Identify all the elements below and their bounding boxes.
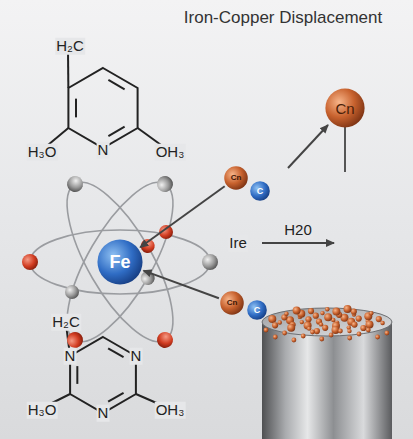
- atom-ball: Cn: [325, 88, 365, 128]
- atom-symbol: Cn: [231, 174, 242, 182]
- atom-label: N: [97, 142, 110, 159]
- atom-label: N: [130, 348, 143, 365]
- atom-label: N: [97, 405, 110, 422]
- reaction-arrow: [140, 186, 225, 247]
- reaction-arrow: [144, 271, 219, 299]
- diagram-title: Iron-Copper Displacement: [184, 8, 382, 28]
- atom-label: H₂C: [51, 314, 81, 331]
- atom-label: H₃O: [27, 144, 58, 161]
- atom-symbol: Fe: [109, 253, 130, 271]
- atom-ball: C: [247, 300, 267, 320]
- atom-label: Ire: [228, 235, 248, 252]
- atom-label: H₃O: [27, 402, 58, 419]
- atom-ball: Fe: [97, 239, 143, 285]
- atom-label: OH₃: [155, 144, 186, 161]
- atom-ball: Cn: [220, 291, 244, 315]
- atom-symbol: Cn: [335, 101, 354, 116]
- atom-ball: C: [250, 181, 270, 201]
- atom-label: N: [64, 348, 77, 365]
- atom-ball: Cn: [224, 166, 248, 190]
- atom-label: OH₃: [155, 402, 186, 419]
- atom-label: H20: [283, 222, 313, 239]
- atom-symbol: C: [254, 306, 261, 315]
- atom-label: H₂C: [55, 38, 85, 55]
- atom-symbol: Cn: [227, 299, 238, 307]
- atom-symbol: C: [257, 187, 264, 196]
